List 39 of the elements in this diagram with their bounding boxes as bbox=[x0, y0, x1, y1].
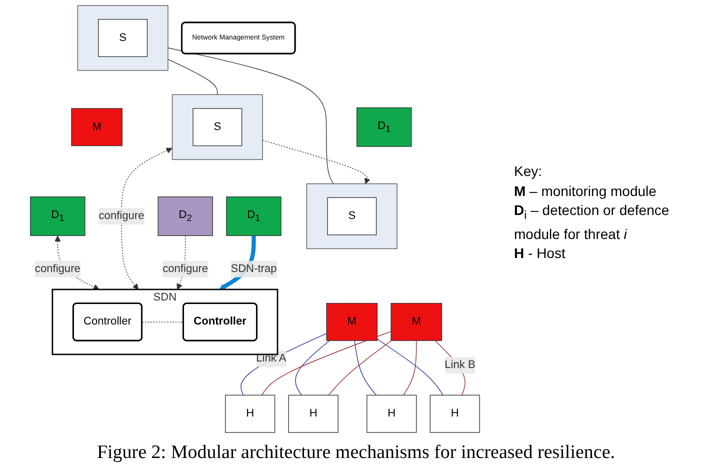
edge-label: SDN-trap bbox=[230, 262, 277, 275]
connector bbox=[262, 331, 392, 396]
node-box: D$_{1}$ bbox=[226, 196, 282, 236]
node-box: H bbox=[288, 394, 338, 433]
node-box: H bbox=[366, 394, 417, 433]
connector bbox=[168, 48, 334, 184]
node-box: D$_{2}$ bbox=[158, 196, 213, 236]
node-box: M bbox=[390, 302, 442, 341]
connector bbox=[376, 338, 444, 396]
connector bbox=[295, 340, 330, 396]
key-text: M – monitoring module bbox=[514, 182, 658, 201]
edge-label: configure bbox=[98, 210, 144, 222]
edge-label: Link B bbox=[444, 359, 476, 371]
node-box: S bbox=[327, 197, 377, 236]
connector bbox=[240, 333, 327, 396]
figure-caption: Figure 2: Modular architecture mechanisms for increased resilience. bbox=[96, 441, 616, 465]
node-box: H bbox=[225, 394, 276, 433]
connector bbox=[354, 340, 377, 396]
edge-label: configure bbox=[162, 262, 208, 275]
key-text: H - Host bbox=[514, 244, 566, 264]
cluster bbox=[306, 183, 398, 250]
connector bbox=[142, 322, 184, 323]
edge-label: configure bbox=[34, 262, 80, 275]
arrow bbox=[121, 148, 172, 290]
connector bbox=[168, 58, 218, 95]
node-box: H bbox=[430, 394, 480, 433]
cluster bbox=[172, 94, 263, 160]
node-box: D$_{1}$ bbox=[30, 196, 86, 236]
cluster bbox=[77, 5, 168, 71]
connector bbox=[403, 340, 417, 396]
node-box: S bbox=[98, 19, 148, 57]
key-text: D$_{i}$ – detection or defence module for threat i bbox=[514, 201, 670, 244]
node-box: D$_{1}$ bbox=[356, 107, 412, 147]
connector bbox=[328, 340, 392, 396]
node-box: S bbox=[192, 108, 242, 146]
key-text: Key: bbox=[514, 162, 544, 182]
arrow bbox=[262, 140, 370, 184]
node-box: M bbox=[326, 302, 378, 341]
node-box: M bbox=[71, 108, 122, 146]
